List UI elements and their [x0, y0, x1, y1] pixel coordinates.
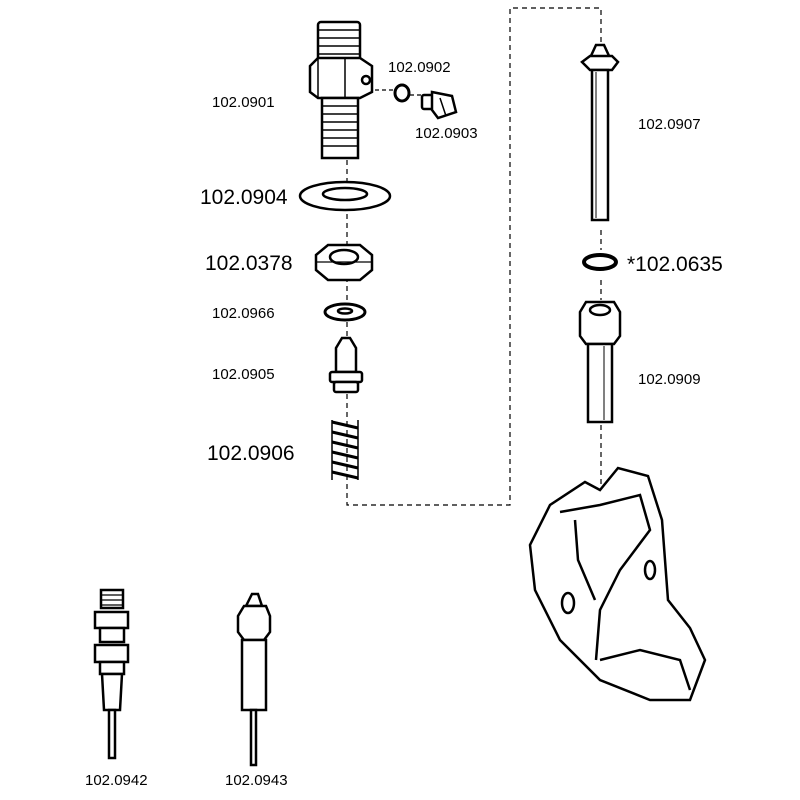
part-label-102-0635: *102.0635 [627, 253, 723, 276]
part-label-102-0378: 102.0378 [205, 252, 293, 275]
o-ring-part [582, 253, 618, 271]
small-dashed-line [368, 89, 425, 96]
spring-part [331, 420, 359, 480]
part-label-102-0943: 102.0943 [225, 772, 288, 789]
part-label-102-0901: 102.0901 [212, 94, 275, 111]
flat-washer-part [298, 180, 392, 212]
assembly-dashed-line [346, 7, 602, 506]
stem-pin-part [580, 43, 620, 222]
drinking-bowl-part [528, 466, 707, 702]
valve-body-part [308, 20, 374, 160]
small-washer-part [393, 83, 411, 103]
part-label-102-0902: 102.0902 [388, 59, 451, 76]
part-label-102-0966: 102.0966 [212, 305, 275, 322]
part-label-102-0905: 102.0905 [212, 366, 275, 383]
nut-part [314, 243, 374, 282]
part-label-102-0906: 102.0906 [207, 442, 295, 465]
part-label-102-0903: 102.0903 [415, 125, 478, 142]
part-label-102-0942: 102.0942 [85, 772, 148, 789]
valve-variant-0942-part [93, 588, 130, 760]
plunger-part [328, 336, 364, 394]
screw-part [420, 90, 458, 120]
part-label-102-0907: 102.0907 [638, 116, 701, 133]
part-label-102-0909: 102.0909 [638, 371, 701, 388]
valve-variant-0943-part [236, 592, 272, 767]
part-label-102-0904: 102.0904 [200, 186, 288, 209]
o-ring-washer-part [323, 302, 367, 322]
sleeve-part [578, 300, 622, 424]
